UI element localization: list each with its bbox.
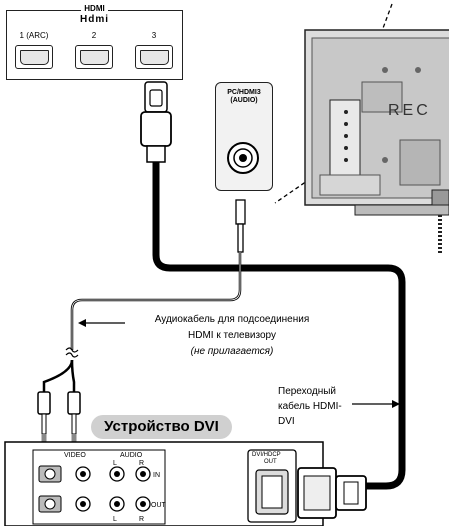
hdmi-plug-top (140, 81, 172, 163)
dvi-port-label-line2: OUT (264, 459, 277, 465)
audio-jack-label-line2: (AUDIO) (230, 97, 258, 104)
hdmi-logo: Hdmi (80, 14, 109, 25)
hdmi-input-panel: HDMI Hdmi 1 (ARC) 2 3 (6, 4, 183, 80)
hdmi-port-label-2: 2 (91, 31, 97, 40)
hdmi-port-label-1: 1 (ARC) (19, 31, 49, 40)
tv-back (304, 29, 449, 255)
hdmi-port-3 (135, 45, 173, 69)
audio-l-label: L (113, 460, 117, 467)
tv-brand-text: REC (388, 102, 431, 119)
bottom-l-label: L (113, 516, 117, 523)
adapter-cable-label-line1: Переходный (278, 386, 337, 397)
hdmi-port-1 (15, 45, 53, 69)
audio-jack-icon (227, 142, 259, 174)
dvi-plug (297, 467, 367, 519)
hdmi-port-label-3: 3 (151, 31, 157, 40)
bottom-r-label: R (139, 516, 145, 523)
audio-jack-label-line1: PC/HDMI3 (227, 89, 261, 96)
in-label: IN (153, 472, 160, 479)
hdmi-port-2 (75, 45, 113, 69)
adapter-cable-label-line3: DVI (278, 416, 295, 427)
audio-r-label: R (139, 460, 145, 467)
audio-cable-label-line1: Аудиокабель для подсоединения (154, 314, 310, 325)
dvi-port-label-line1: DVI/HDCP (252, 452, 281, 458)
audio-cable-label-line2: HDMI к телевизору (188, 330, 276, 341)
audio-input-jack: PC/HDMI3 (AUDIO) (215, 82, 273, 191)
audio-cable-label-line3: (не прилагается) (190, 346, 274, 357)
hdmi-panel-header: HDMI (81, 4, 108, 13)
audio-label: AUDIO (120, 452, 143, 459)
adapter-cable-label-line2: кабель HDMI- (278, 401, 342, 412)
video-label: VIDEO (64, 452, 86, 459)
dvi-device-title: Устройство DVI (91, 415, 232, 439)
hdmi-dvi-cable (152, 162, 406, 490)
out-label: OUT (151, 502, 166, 509)
